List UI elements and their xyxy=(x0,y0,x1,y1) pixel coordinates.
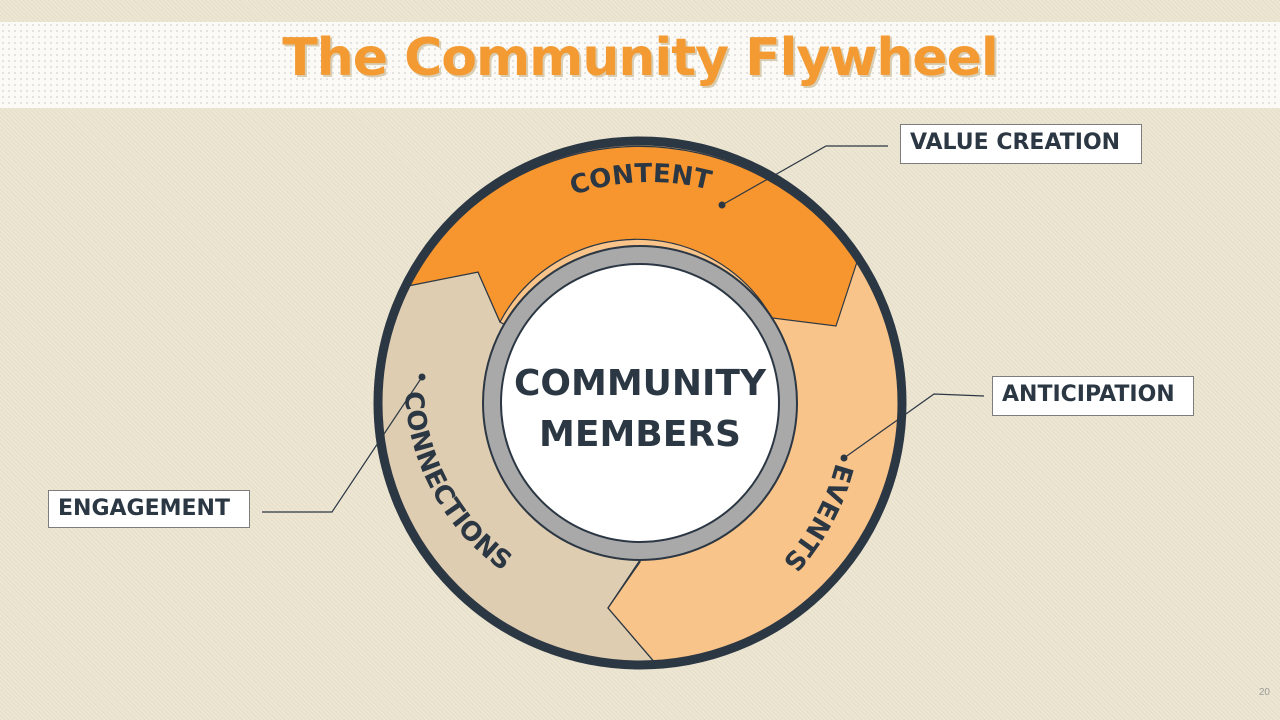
segment-divider xyxy=(607,559,657,665)
title-band xyxy=(0,22,1280,108)
engagement-leader xyxy=(262,376,423,513)
page-title: The Community Flywheel xyxy=(282,28,999,88)
center-label-line1: COMMUNITY xyxy=(514,363,767,404)
center-label-line2: MEMBERS xyxy=(539,414,741,455)
value-creation-leader xyxy=(721,145,888,206)
anticipation-leader xyxy=(843,393,985,459)
outer-ring xyxy=(373,136,907,670)
engagement-callout: ENGAGEMENT xyxy=(48,490,250,528)
value-creation-callout: VALUE CREATION xyxy=(900,124,1142,164)
page-number: 20 xyxy=(1258,687,1270,698)
value-creation-dot xyxy=(718,201,726,209)
callout-leaders xyxy=(262,145,985,513)
anticipation-callout: ANTICIPATION xyxy=(992,376,1194,416)
anticipation-dot xyxy=(840,454,848,462)
center-circle xyxy=(500,263,780,543)
engagement-dot xyxy=(418,373,426,381)
